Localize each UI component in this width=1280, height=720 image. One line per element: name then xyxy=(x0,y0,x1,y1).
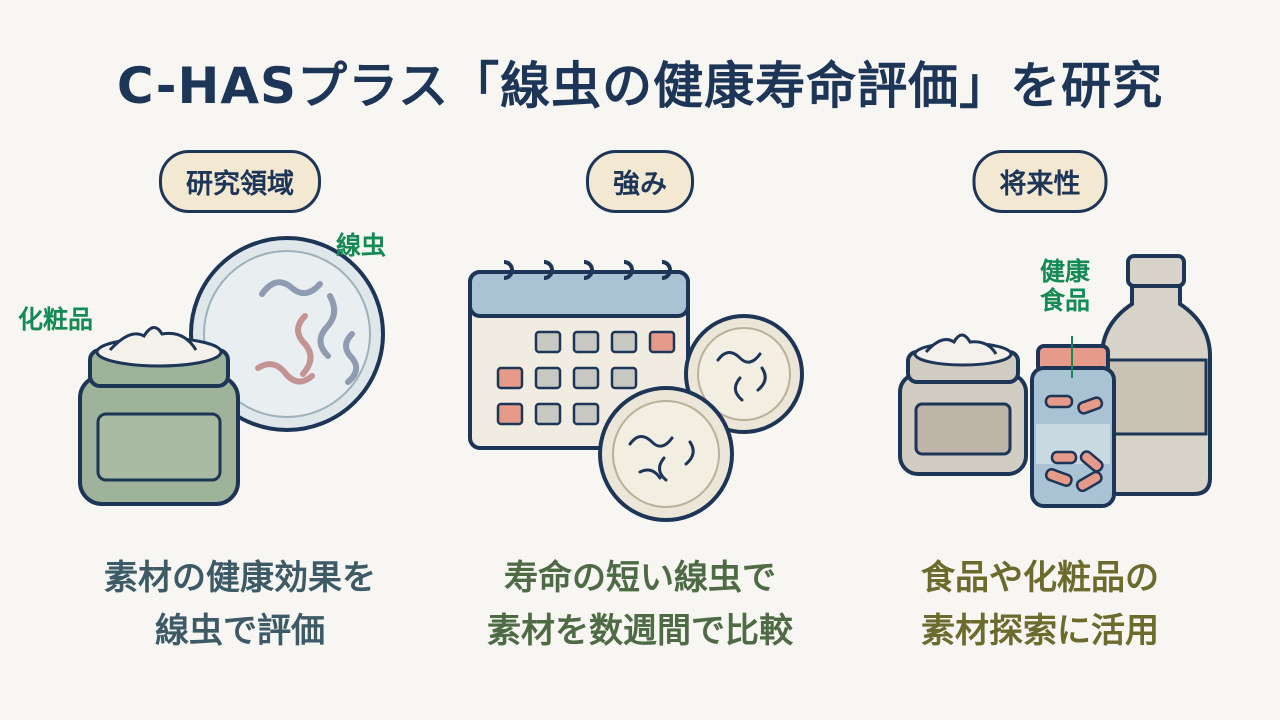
food-and-cosmetics-illustration xyxy=(840,228,1240,588)
caption-line: 素材の健康効果を xyxy=(104,558,376,598)
cream-jar-icon xyxy=(78,326,240,506)
column-research-area: 研究領域 化粧品 線虫 素材の健康効果を xyxy=(18,150,440,710)
petri-dish-icon xyxy=(684,314,804,434)
label-cosmetics: 化粧品 xyxy=(18,305,94,334)
category-pill-research-area: 研究領域 xyxy=(159,150,321,213)
label-line: 食品 xyxy=(1040,285,1091,315)
caption-future: 食品や化粧品の 素材探索に活用 xyxy=(840,552,1240,657)
column-strength: 強み xyxy=(440,150,840,710)
category-pill-strength: 強み xyxy=(586,150,694,213)
caption-line: 素材探索に活用 xyxy=(921,610,1159,651)
cream-jar-icon xyxy=(898,333,1028,476)
label-line: 健康 xyxy=(1040,257,1091,286)
page-title: C-HASプラス「線虫の健康寿命評価」を研究 xyxy=(116,57,1164,115)
bottle-icon xyxy=(1100,254,1212,496)
petri-dish-icon xyxy=(189,236,385,432)
column-future: 将来性 xyxy=(840,150,1240,710)
petri-dish-icon xyxy=(598,386,734,522)
supplement-bottle-icon xyxy=(1030,344,1116,508)
caption-strength: 寿命の短い線虫で 素材を数週間で比較 xyxy=(440,552,840,657)
caption-line: 寿命の短い線虫で xyxy=(504,558,776,598)
caption-research-area: 素材の健康効果を 線虫で評価 xyxy=(40,552,440,657)
caption-line: 線虫で評価 xyxy=(155,610,325,651)
caption-line: 食品や化粧品の xyxy=(921,558,1159,598)
caption-line: 素材を数週間で比較 xyxy=(487,610,793,651)
label-health-food: 健康 食品 xyxy=(1040,257,1091,316)
calendar-and-dishes-illustration xyxy=(440,228,840,588)
label-nematode: 線虫 xyxy=(336,231,387,260)
category-pill-future: 将来性 xyxy=(972,150,1108,213)
cosmetic-and-nematode-illustration xyxy=(40,228,440,588)
